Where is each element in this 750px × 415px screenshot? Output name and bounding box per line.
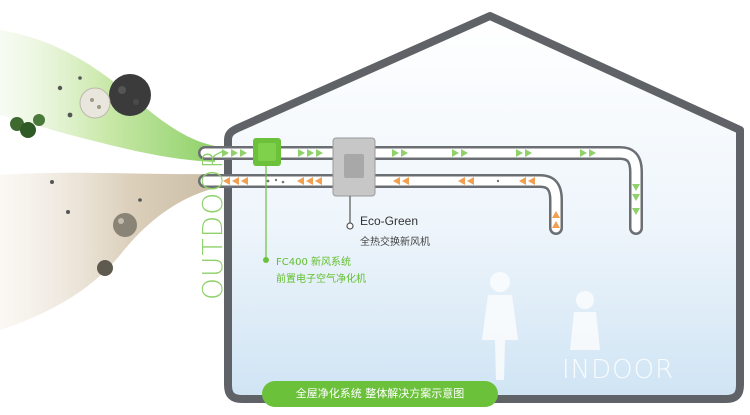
- pollutant-particle-icon: [97, 260, 113, 276]
- pollutant-particle-icon: [80, 88, 110, 118]
- fc400-purifier-box: [253, 138, 281, 166]
- pollutant-particle-icon: [113, 213, 137, 237]
- house-outline: [228, 16, 740, 399]
- eco-green-description: 全热交换新风机: [360, 233, 430, 248]
- diagram-caption-badge: 全屋净化系统 整体解决方案示意图: [262, 381, 498, 407]
- pollutant-particle-icon: [109, 74, 151, 116]
- polluted-air-stream-dust: [0, 173, 215, 330]
- eco-green-exchanger-box: [333, 138, 375, 196]
- fc400-label: FC400 新风系统: [276, 253, 351, 268]
- pollutant-particle-icon: [33, 114, 45, 126]
- outdoor-label: OUTDOOR: [196, 148, 229, 300]
- indoor-label: INDOOR: [562, 355, 674, 385]
- eco-green-label: Eco-Green: [360, 214, 418, 228]
- pollutant-particle-icon: [20, 122, 36, 138]
- fc400-description: 前置电子空气净化机: [276, 270, 366, 285]
